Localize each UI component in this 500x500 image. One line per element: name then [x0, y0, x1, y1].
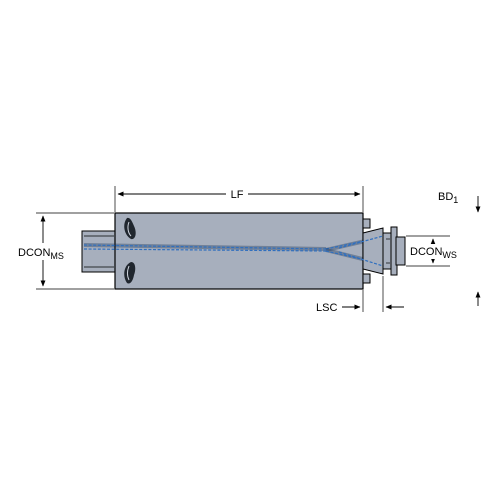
svg-text:BD1: BD1	[438, 191, 458, 205]
dimension-lsc: LSC	[316, 276, 404, 314]
nose-cone	[338, 227, 384, 275]
clamp-slot-top	[124, 217, 136, 240]
dimension-lf: LF	[114, 186, 364, 212]
label-dcon-ms: DCON	[18, 247, 50, 259]
label-bd-sub: 1	[453, 195, 458, 205]
workpiece-side-adapter	[362, 218, 406, 284]
dimension-bd1: BD1	[438, 191, 481, 306]
tool-body	[114, 212, 364, 290]
label-dcon-ms-sub: MS	[50, 251, 64, 261]
label-lsc: LSC	[316, 302, 337, 314]
svg-text:DCONMS: DCONMS	[18, 247, 64, 261]
label-bd: BD	[438, 191, 453, 203]
dimension-dcon-ws: DCONWS	[406, 235, 475, 267]
label-lf: LF	[231, 189, 244, 201]
svg-text:DCONWS: DCONWS	[410, 246, 457, 260]
machine-side-shank	[81, 230, 117, 273]
dimension-dcon-ms: DCONMS	[17, 212, 114, 290]
clamp-slot-bottom	[124, 262, 136, 284]
label-dcon-ws-sub: WS	[442, 250, 457, 260]
label-dcon-ws: DCON	[410, 246, 442, 258]
